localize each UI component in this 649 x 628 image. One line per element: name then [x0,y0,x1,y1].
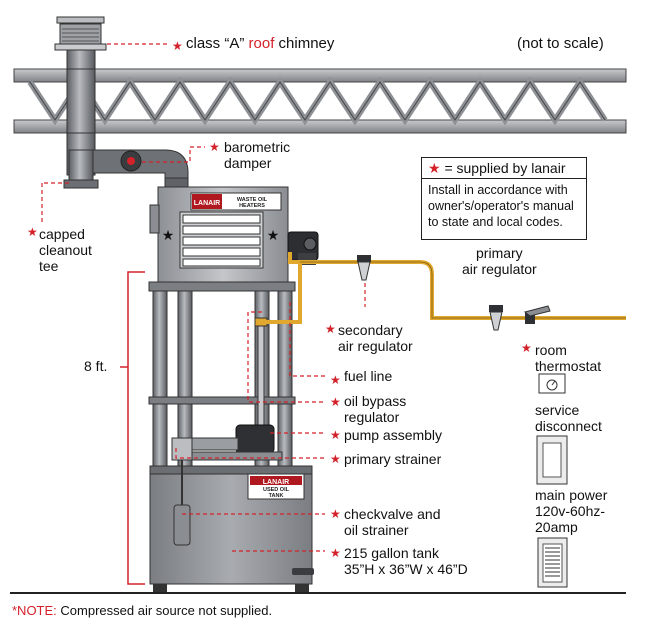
svg-text:★: ★ [27,225,38,239]
tank-badge-line2: TANK [269,493,284,499]
svg-text:★: ★ [330,428,341,442]
primary-strainer-label: primary strainer [344,451,442,467]
secondary-regulator-icon [357,255,371,281]
label-stars: ★ ★ ★ ★ ★ ★ ★ ★ ★ ★ ★ [27,39,532,560]
service-disconnect-icon [536,435,568,485]
room-thermostat-label: room thermostat [535,342,602,374]
legend-star-icon: ★ [428,160,441,176]
not-to-scale-label: (not to scale) [517,35,604,52]
legend-box: ★ = supplied by lanair Install in accord… [421,157,587,240]
heater-badge-line1: WASTE OIL [237,197,268,203]
roof-truss [13,68,627,134]
primary-regulator-label: primary air regulator [462,245,537,277]
heater-star-right-icon: ★ [267,227,280,243]
air-line [262,252,626,324]
legend-star-text: = supplied by lanair [444,160,566,176]
room-thermostat-icon [538,373,566,394]
pump-assembly [171,317,283,461]
heater-badge-line2: HEATERS [239,203,265,209]
flue-pipe [63,149,189,191]
svg-text:★: ★ [209,140,220,154]
secondary-regulator-label: secondary air regulator [338,322,413,354]
chimney-label: class “A” roof chimney [186,36,334,52]
oil-tank: LANAIR USED OIL TANK [149,460,314,592]
capped-tee-label: capped cleanout tee [39,226,92,274]
chimney-label-pre: class “A” [186,35,245,52]
tank-badge-line1: USED OIL [263,487,290,493]
checkvalve-label: checkvalve and oil strainer [344,506,441,538]
footnote-prefix: *NOTE: [12,603,57,618]
height-label: 8 ft. [84,358,108,374]
footnote: *NOTE: Compressed air source not supplie… [12,603,272,618]
tank-brand: LANAIR [263,479,289,486]
heater-star-left-icon: ★ [162,227,175,243]
chimney-label-roof: roof [248,35,275,52]
fuel-line-label: fuel line [344,368,393,384]
leader-lines [41,43,366,552]
bypass-regulator-label: oil bypass regulator [344,393,407,425]
waste-oil-heater: LANAIR WASTE OIL HEATERS ★ ★ [149,186,319,283]
pump-assembly-label: pump assembly [344,427,443,443]
svg-text:★: ★ [330,452,341,466]
svg-text:★: ★ [330,395,341,409]
main-power-panel-icon [537,537,568,588]
footnote-text: Compressed air source not supplied. [56,603,273,618]
service-disconnect-label: service disconnect [535,402,602,434]
legend-header: ★ = supplied by lanair [422,158,586,179]
main-power-label: main power 120v-60hz- 20amp [535,487,608,535]
height-dimension [120,271,145,585]
primary-regulator-icon [489,305,551,331]
legend-install-text: Install in accordance with owner's/opera… [428,183,574,229]
chimney-label-post: chimney [278,35,335,52]
svg-text:★: ★ [172,39,183,53]
tank-label: 215 gallon tank 35”H x 36”W x 46”D [344,545,468,577]
svg-text:★: ★ [521,341,532,355]
heater-stand [148,281,296,467]
svg-text:★: ★ [325,322,336,336]
heater-brand: LANAIR [194,200,220,207]
svg-text:★: ★ [330,546,341,560]
svg-text:★: ★ [330,373,341,387]
svg-text:★: ★ [330,507,341,521]
barometric-damper-label: barometric damper [224,139,291,171]
